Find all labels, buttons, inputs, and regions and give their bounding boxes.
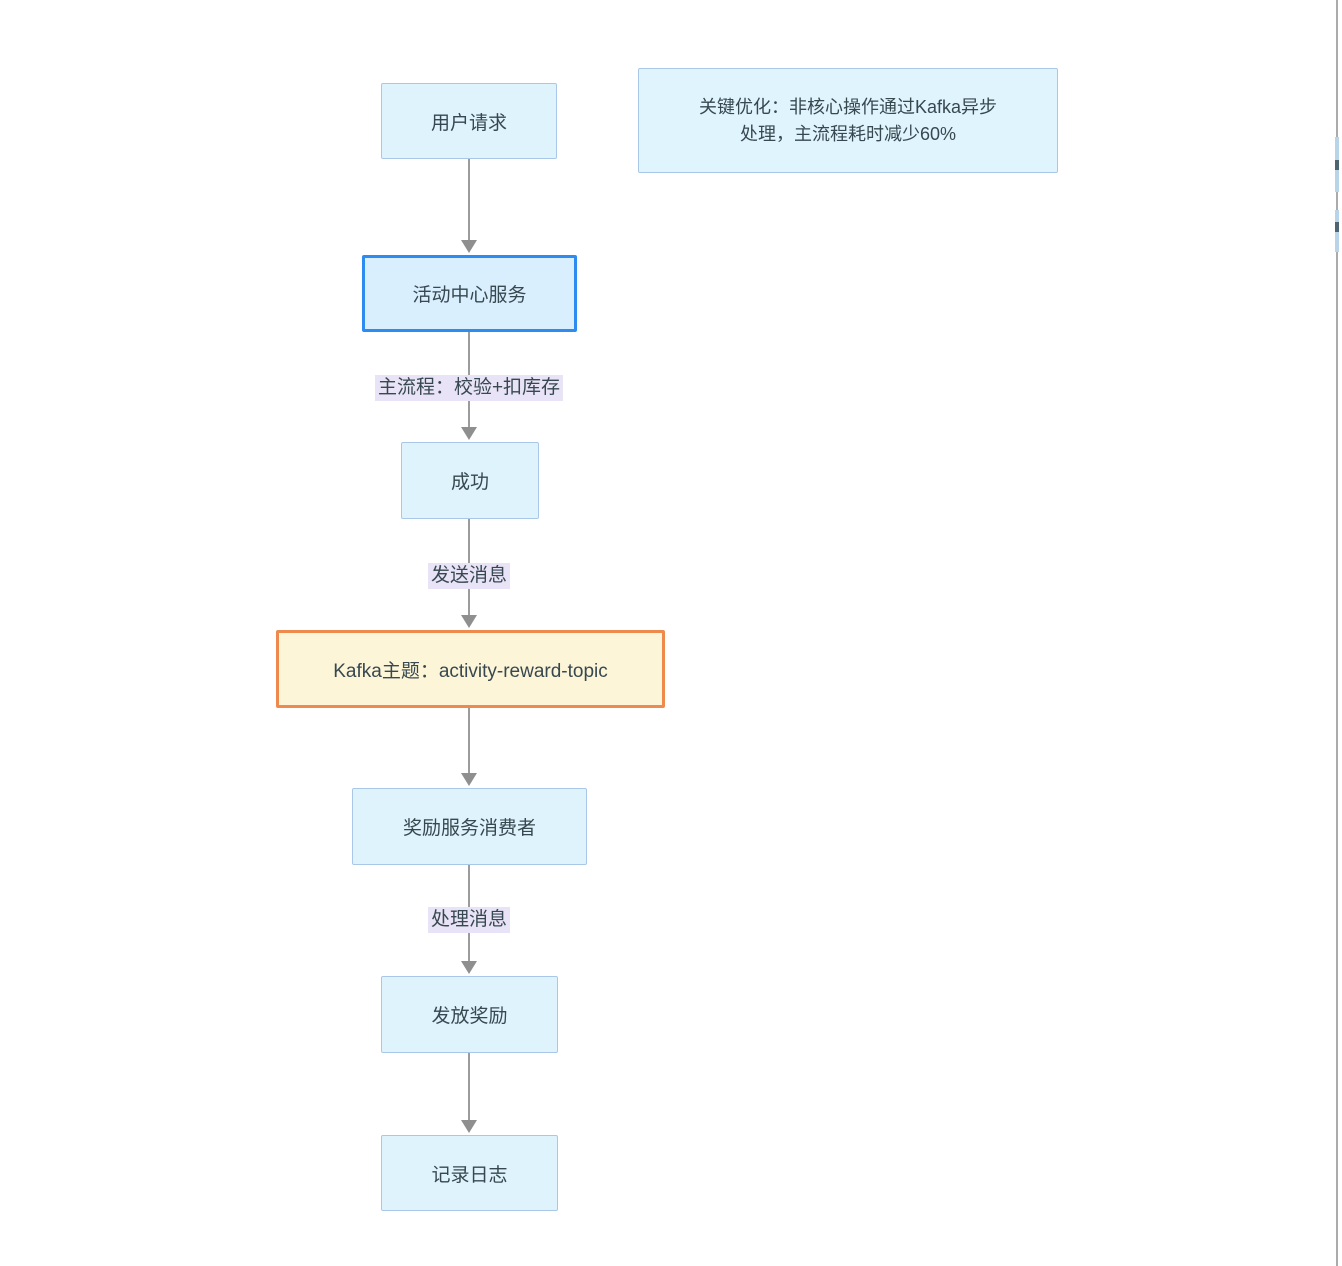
note-key-optimization: 关键优化：非核心操作通过Kafka异步 处理，主流程耗时减少60% [638,68,1058,173]
edge-user-to-activity [468,159,470,241]
node-reward-service-consumer: 奖励服务消费者 [352,788,587,865]
edge-label-main-flow: 主流程：校验+扣库存 [374,375,564,401]
edge-label-send-message: 发送消息 [427,563,511,589]
node-activity-center-service: 活动中心服务 [362,255,577,332]
node-grant-reward: 发放奖励 [381,976,558,1053]
arrowhead-icon [461,1120,477,1133]
scrollbar-track[interactable] [1336,0,1338,1266]
node-success: 成功 [401,442,539,519]
arrowhead-icon [461,240,477,253]
node-kafka-topic: Kafka主题：activity-reward-topic [276,630,665,708]
node-user-request: 用户请求 [381,83,557,159]
scrollbar-mark [1335,160,1339,170]
edge-kafka-to-consumer [468,708,470,774]
arrowhead-icon [461,961,477,974]
arrowhead-icon [461,773,477,786]
edge-grant-to-log [468,1053,470,1121]
arrowhead-icon [461,427,477,440]
scrollbar-mark [1335,222,1339,232]
edge-label-process-message: 处理消息 [427,907,511,933]
node-record-log: 记录日志 [381,1135,558,1211]
arrowhead-icon [461,615,477,628]
